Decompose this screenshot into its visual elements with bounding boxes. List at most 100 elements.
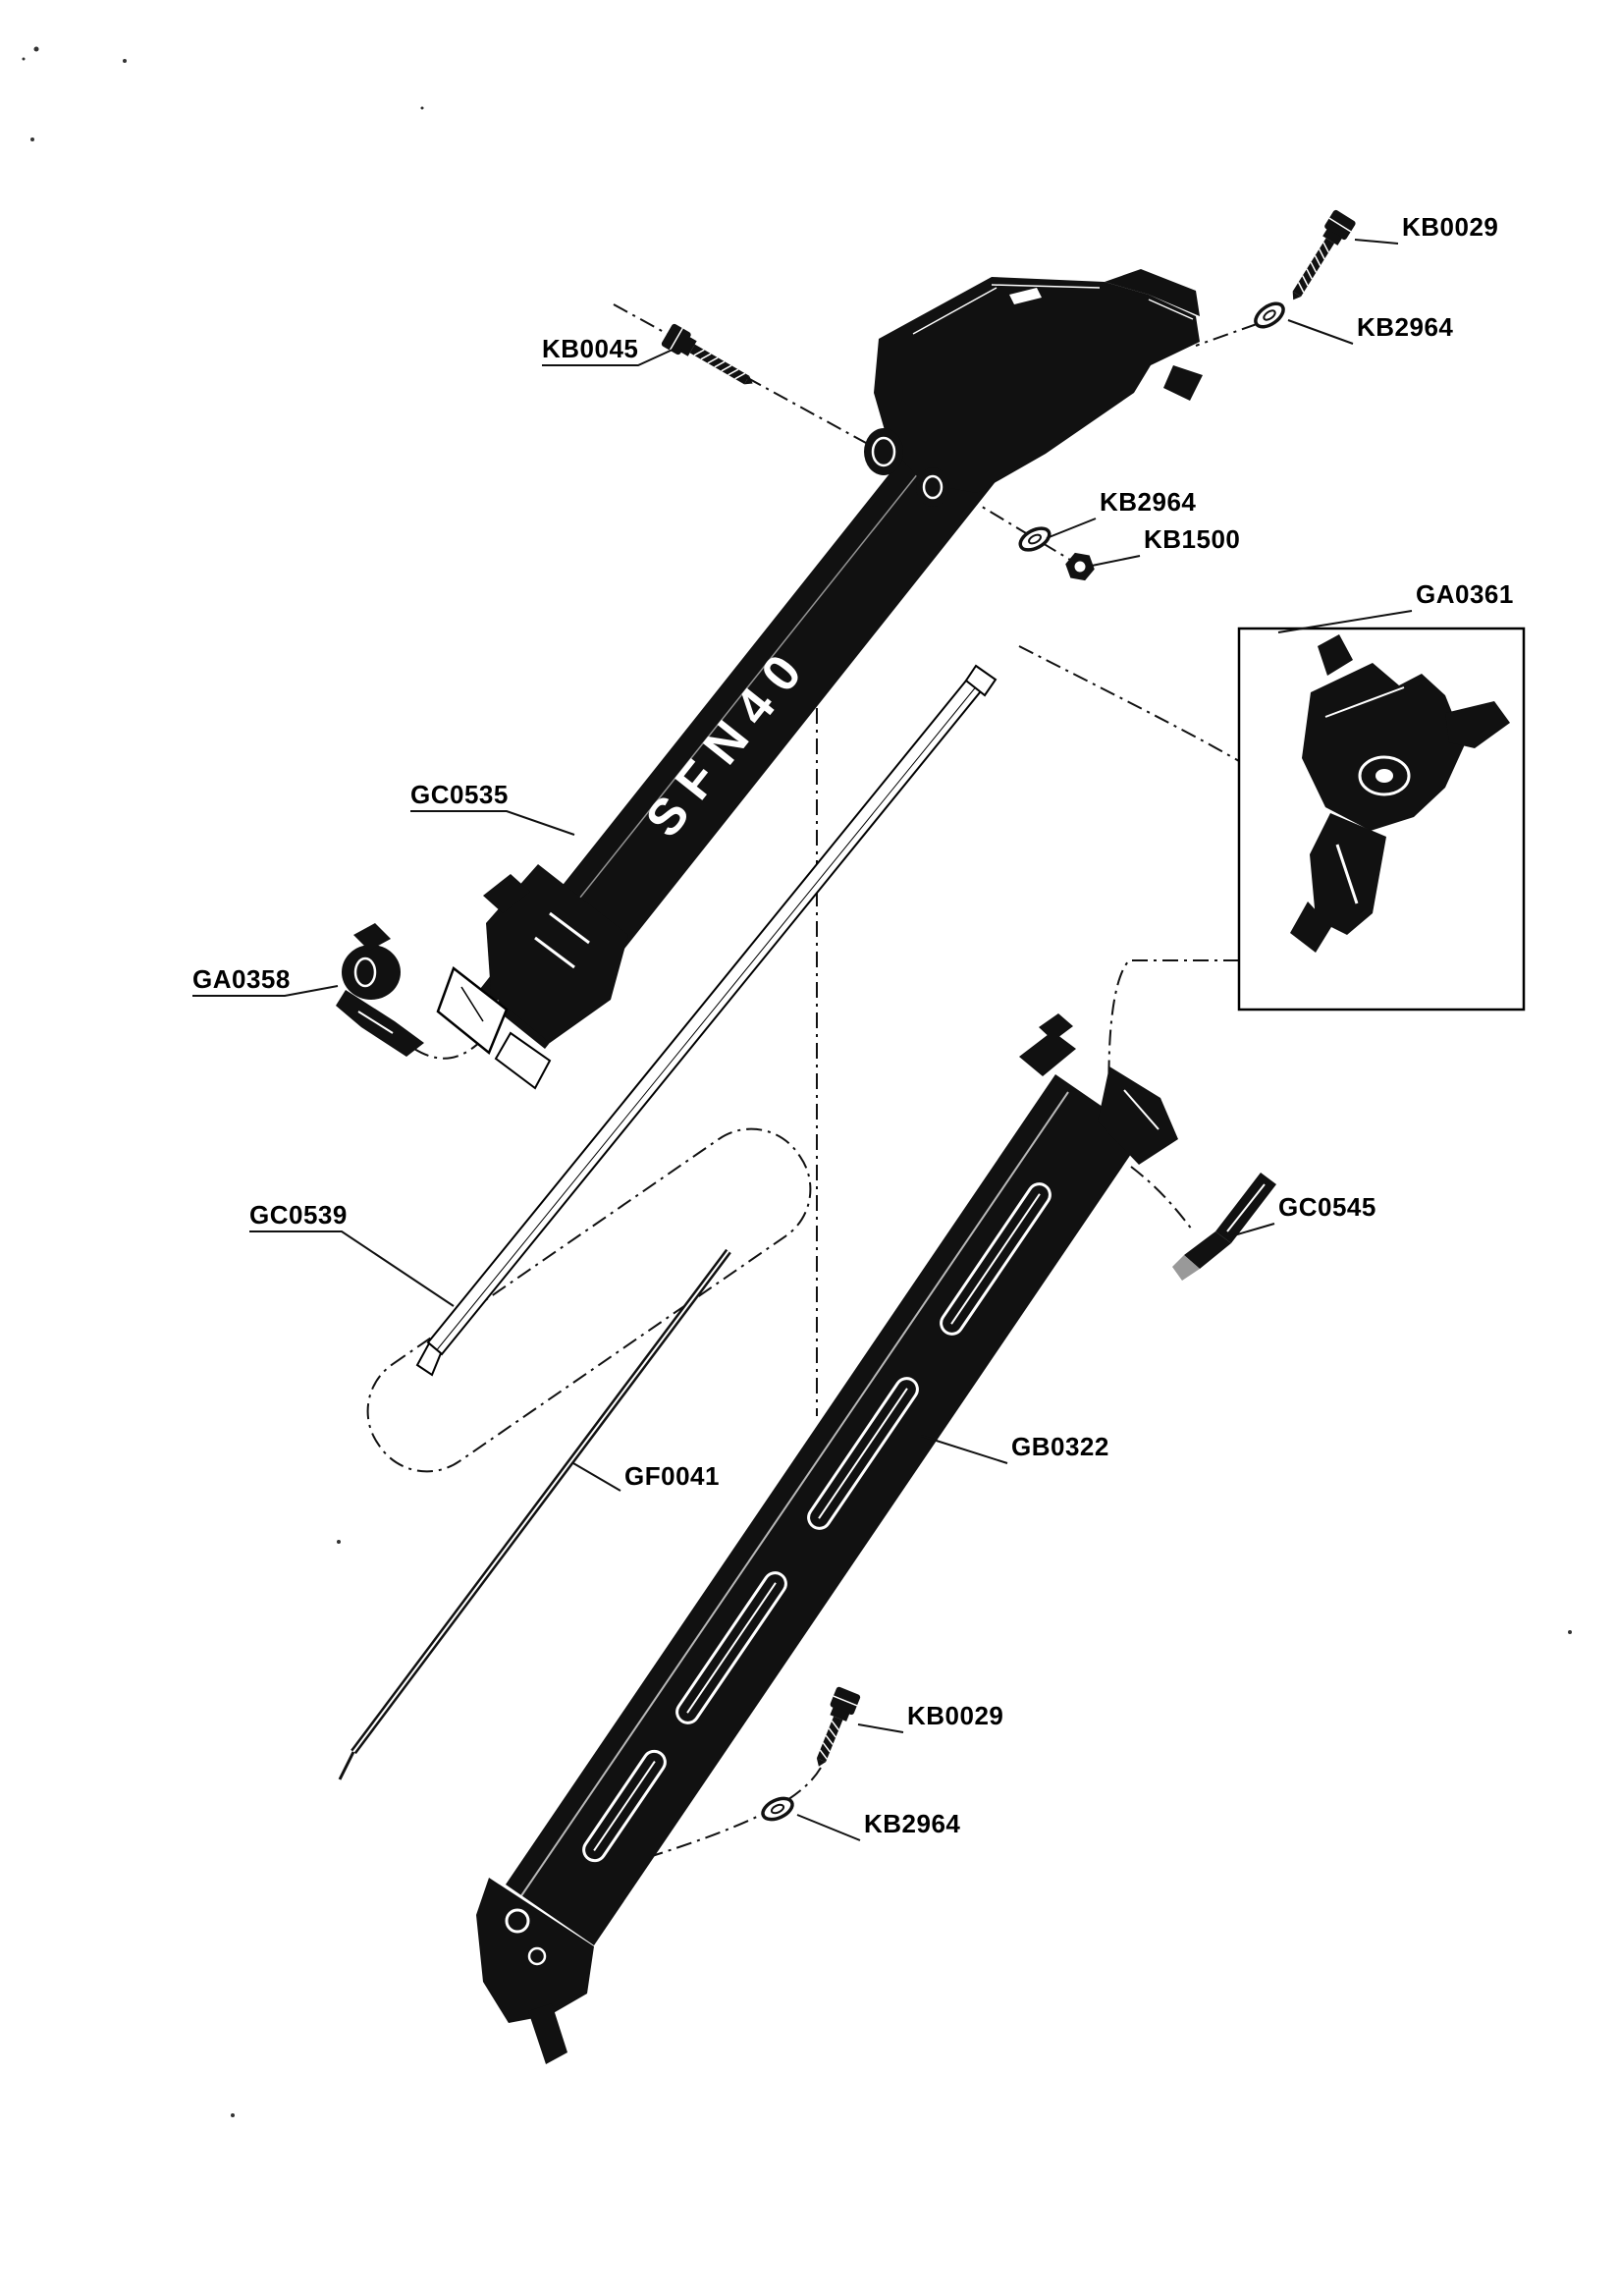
gc0539-rail-strip bbox=[415, 664, 998, 1377]
part-label-gf0041: GF0041 bbox=[624, 1461, 720, 1491]
speckle bbox=[22, 57, 26, 61]
gb0322-rail bbox=[476, 1013, 1178, 2064]
part-label-gc0535: GC0535 bbox=[410, 780, 509, 809]
kb2964-washer-bottom bbox=[757, 1792, 798, 1826]
ga0358-flange bbox=[336, 990, 424, 1057]
gb0322-top-tab bbox=[1019, 1031, 1076, 1076]
gb0322-slot-1 bbox=[940, 1182, 1052, 1336]
head-latch-notch bbox=[1009, 288, 1042, 304]
part-label-kb0029-top: KB0029 bbox=[1402, 212, 1498, 242]
gc0535-slot-2 bbox=[534, 936, 575, 969]
part-label-kb0045: KB0045 bbox=[542, 334, 638, 363]
part-label-gc0539: GC0539 bbox=[249, 1200, 348, 1230]
head-pivot-hole-2 bbox=[922, 474, 944, 500]
gc0539-end-cap bbox=[415, 1341, 443, 1377]
speckle bbox=[1568, 1630, 1572, 1634]
ga0361-detail-box bbox=[1237, 627, 1526, 1011]
guide-line-gc0545 bbox=[1130, 1166, 1193, 1230]
gf0041-rod-tip bbox=[338, 1751, 355, 1780]
head-top-block bbox=[1105, 269, 1200, 316]
gc0535-slot-1 bbox=[549, 911, 590, 945]
magazine-rail-body bbox=[476, 419, 1001, 1049]
guide-line-body-to-box bbox=[1018, 645, 1240, 762]
gc0545-lower-arm bbox=[1184, 1231, 1231, 1269]
gc0539-strip-channel bbox=[434, 679, 983, 1353]
speckle bbox=[30, 137, 34, 141]
ga0361-top-tab bbox=[1318, 634, 1353, 676]
guide-line-top-washer bbox=[1195, 323, 1258, 347]
ga0358-roller-bore bbox=[353, 957, 377, 988]
part-label-gc0545: GC0545 bbox=[1278, 1192, 1376, 1222]
gb0322-foot-hole-2 bbox=[527, 1946, 547, 1966]
kb2964-washer-mid bbox=[1014, 521, 1055, 557]
part-label-kb2964-top: KB2964 bbox=[1357, 312, 1453, 342]
gb0322-slot-4 bbox=[582, 1749, 667, 1863]
gf0041-rod bbox=[338, 1248, 731, 1780]
ga0361-feeder-assembly bbox=[1290, 634, 1510, 953]
gb0322-foot-hole-1 bbox=[505, 1908, 530, 1934]
leader-ga0358 bbox=[192, 985, 339, 997]
part-labels: KB0029 KB2964 KB0045 KB2964 KB1500 GA036… bbox=[192, 212, 1513, 1838]
ga0361-wheel bbox=[1358, 755, 1411, 796]
leader-kb2964-top bbox=[1287, 319, 1354, 345]
leader-kb1500 bbox=[1091, 555, 1141, 567]
part-label-gb0322: GB0322 bbox=[1011, 1432, 1109, 1461]
leader-kb2964-mid bbox=[1046, 518, 1097, 539]
scan-speckles bbox=[22, 46, 1572, 2117]
kb1500-nut bbox=[1065, 552, 1095, 581]
ga0361-arm-slot bbox=[1335, 844, 1359, 904]
ga0358-top-tab bbox=[353, 923, 391, 951]
gb0322-top-bracket bbox=[1098, 1066, 1178, 1165]
speckle bbox=[231, 2113, 235, 2117]
gc0545-clip bbox=[1172, 1173, 1276, 1281]
gb0322-bracket-line bbox=[1123, 1089, 1160, 1130]
head-right-lug bbox=[1163, 365, 1203, 401]
gc0535-latch-line bbox=[460, 986, 484, 1022]
ga0361-detail-line bbox=[1324, 686, 1405, 718]
part-label-ga0358: GA0358 bbox=[192, 964, 291, 994]
gb0322-edge-highlight bbox=[519, 1091, 1069, 1898]
gc0535-latch bbox=[436, 965, 509, 1056]
ghost-outline bbox=[366, 1127, 812, 1473]
label-leaders bbox=[192, 239, 1413, 1841]
head-pivot-hole-1 bbox=[871, 436, 896, 467]
gb0322-foot-tab bbox=[528, 2003, 567, 2064]
head-pivot-boss-1 bbox=[864, 428, 903, 475]
part-label-kb1500: KB1500 bbox=[1144, 524, 1240, 554]
leader-gb0322 bbox=[920, 1435, 1008, 1464]
gc0535-bracket bbox=[436, 864, 628, 1090]
ga0361-claw bbox=[1445, 701, 1510, 748]
gc0545-highlight bbox=[1226, 1183, 1266, 1232]
ga0358-flange-line bbox=[357, 1011, 394, 1034]
magazine-head bbox=[864, 269, 1203, 507]
kb0045-screw bbox=[659, 321, 760, 396]
leader-kb2964-bottom bbox=[796, 1814, 861, 1841]
leader-gc0535 bbox=[410, 810, 575, 836]
part-label-kb0029-bottom: KB0029 bbox=[907, 1701, 1003, 1730]
leader-kb0029-top bbox=[1354, 239, 1399, 245]
main-magazine-assembly: SFN40 bbox=[436, 269, 1203, 1090]
ga0361-wheel-hub bbox=[1375, 769, 1393, 783]
part-label-kb2964-mid: KB2964 bbox=[1100, 487, 1196, 517]
gb0322-top-tab-small bbox=[1039, 1013, 1073, 1041]
leader-gc0545 bbox=[1226, 1223, 1275, 1238]
ga0361-foot bbox=[1290, 902, 1331, 953]
head-detail-line-1 bbox=[991, 284, 1101, 289]
leader-gc0539 bbox=[249, 1230, 455, 1307]
head-main-body bbox=[874, 277, 1200, 493]
gc0545-tip bbox=[1172, 1255, 1200, 1281]
leader-gf0041 bbox=[572, 1462, 621, 1492]
leader-ga0361 bbox=[1277, 610, 1413, 633]
leader-kb0029-bottom bbox=[857, 1723, 904, 1733]
gf0041-rod-highlight bbox=[352, 1250, 729, 1753]
gc0535-foot bbox=[494, 1031, 552, 1090]
speckle bbox=[420, 106, 424, 110]
speckle bbox=[123, 59, 127, 63]
kb0029-screw-bottom bbox=[806, 1685, 862, 1773]
part-label-kb2964-bottom: KB2964 bbox=[864, 1809, 960, 1838]
gb0322-foot bbox=[476, 1878, 594, 2023]
head-pivot-boss-2 bbox=[916, 467, 949, 507]
gc0535-bracket-tab bbox=[483, 874, 530, 913]
